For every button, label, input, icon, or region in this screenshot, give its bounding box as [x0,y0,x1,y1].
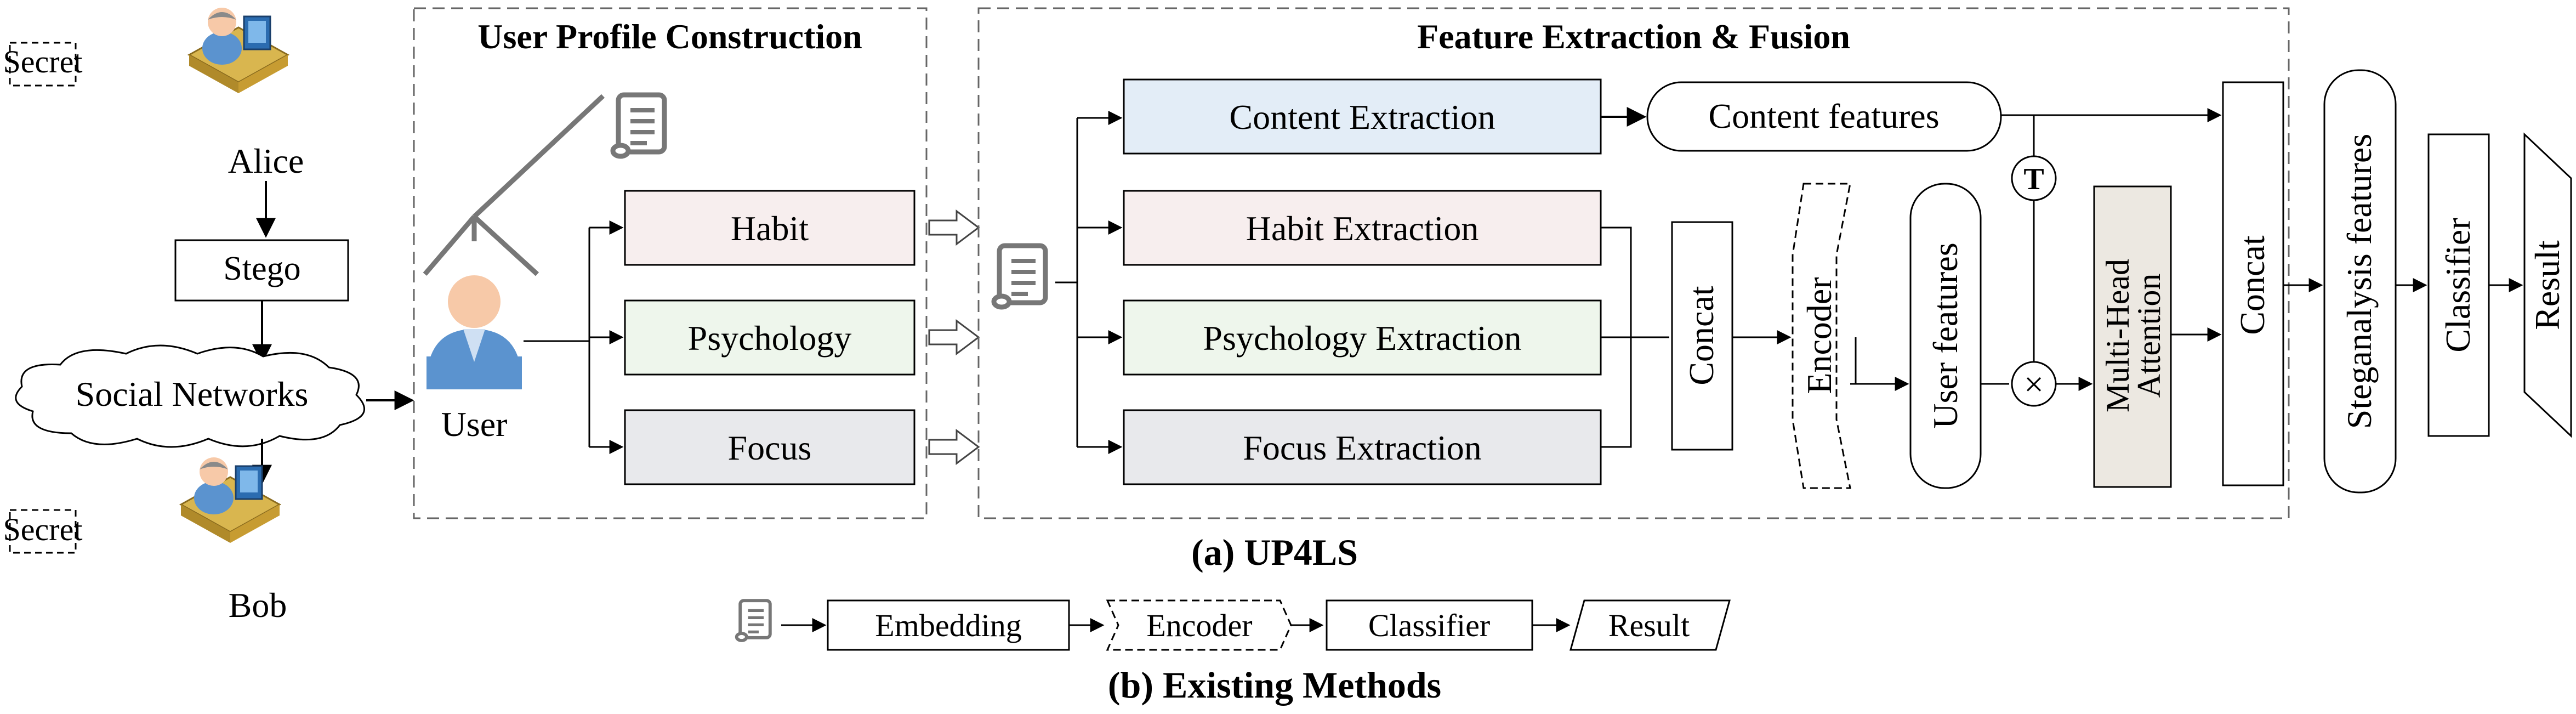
existing-classifier-label: Classifier [1368,608,1490,643]
stego-label: Stego [223,250,300,287]
bob-label: Bob [229,586,287,625]
result-parallelogram [2523,132,2572,438]
encoder-out-line [1855,337,1908,385]
user-features-label: User features [1926,242,1965,428]
habit-extraction-label: Habit Extraction [1246,209,1479,248]
alice-secret-box [9,42,77,87]
user-features-pill [1909,183,1982,489]
embedding-label: Embedding [875,608,1021,643]
content-extraction-label: Content Extraction [1229,98,1495,137]
computer-user-icon [180,456,281,544]
psychology-box [624,299,915,376]
caption-a: (a) UP4LS [1191,531,1358,573]
extraction-merge-lines [1601,226,1669,448]
psychology-extraction-box [1123,299,1602,376]
content-features-label: Content features [1708,97,1939,135]
psychology-extraction-label: Psychology Extraction [1203,319,1521,358]
mha-label-line1: Multi-Head [2100,259,2136,412]
existing-encoder-label: Encoder [1146,608,1252,643]
feature-fusion-title: Feature Extraction & Fusion [1417,17,1850,56]
multi-head-attention-box [2093,185,2172,488]
social-networks-label: Social Networks [76,375,309,413]
steganalysis-features-pill [2323,69,2397,494]
focus-box [624,409,915,485]
multiply-label: × [2024,365,2044,404]
alice-secret-label: Secret [3,44,83,80]
content-extraction-box [1123,78,1602,155]
psychology-label: Psychology [688,319,852,358]
focus-extraction-label: Focus Extraction [1243,428,1481,467]
habit-extraction-box [1123,190,1602,266]
profile-branch-lines [423,94,605,276]
concat-box-2 [2222,81,2284,486]
steganalysis-features-label: Steganalysis features [2340,134,2379,429]
classifier-box [2427,133,2490,437]
focus-label: Focus [728,428,812,467]
computer-user-icon [188,7,289,94]
concat-label-2: Concat [2233,235,2272,335]
existing-result-parallelogram [1570,599,1731,651]
caption-b: (b) Existing Methods [1108,664,1441,706]
scroll-document-icon [994,246,1045,307]
existing-result-label: Result [1608,608,1690,643]
hollow-arrows [928,209,980,465]
result-label: Result [2528,240,2567,330]
encoder-label: Encoder [1800,277,1839,394]
classifier-label: Classifier [2438,218,2477,352]
user-profile-panel [413,7,928,519]
stego-box [174,239,349,302]
content-features-pill [1646,81,2002,152]
concat-label-1: Concat [1682,286,1721,386]
focus-extraction-box [1123,409,1602,485]
bob-secret-label: Secret [3,512,83,547]
encoder-trapezoid [1792,183,1851,489]
scroll-document-icon [737,600,770,641]
habit-label: Habit [731,209,809,248]
habit-box [624,190,915,266]
social-networks-cloud [15,344,366,448]
scroll-document-icon [613,95,664,156]
user-profile-title: User Profile Construction [477,17,862,56]
transpose-label: T [2023,162,2044,196]
user-avatar-icon [427,275,522,389]
user-label: User [441,405,508,444]
embedding-box [827,599,1070,651]
bob-secret-box [9,509,77,554]
concat-box-1 [1671,221,1733,451]
alice-label: Alice [228,141,304,180]
feature-fusion-panel [977,7,2290,519]
existing-encoder-shape [1106,599,1292,651]
mha-label-line2: Attention [2131,274,2167,398]
